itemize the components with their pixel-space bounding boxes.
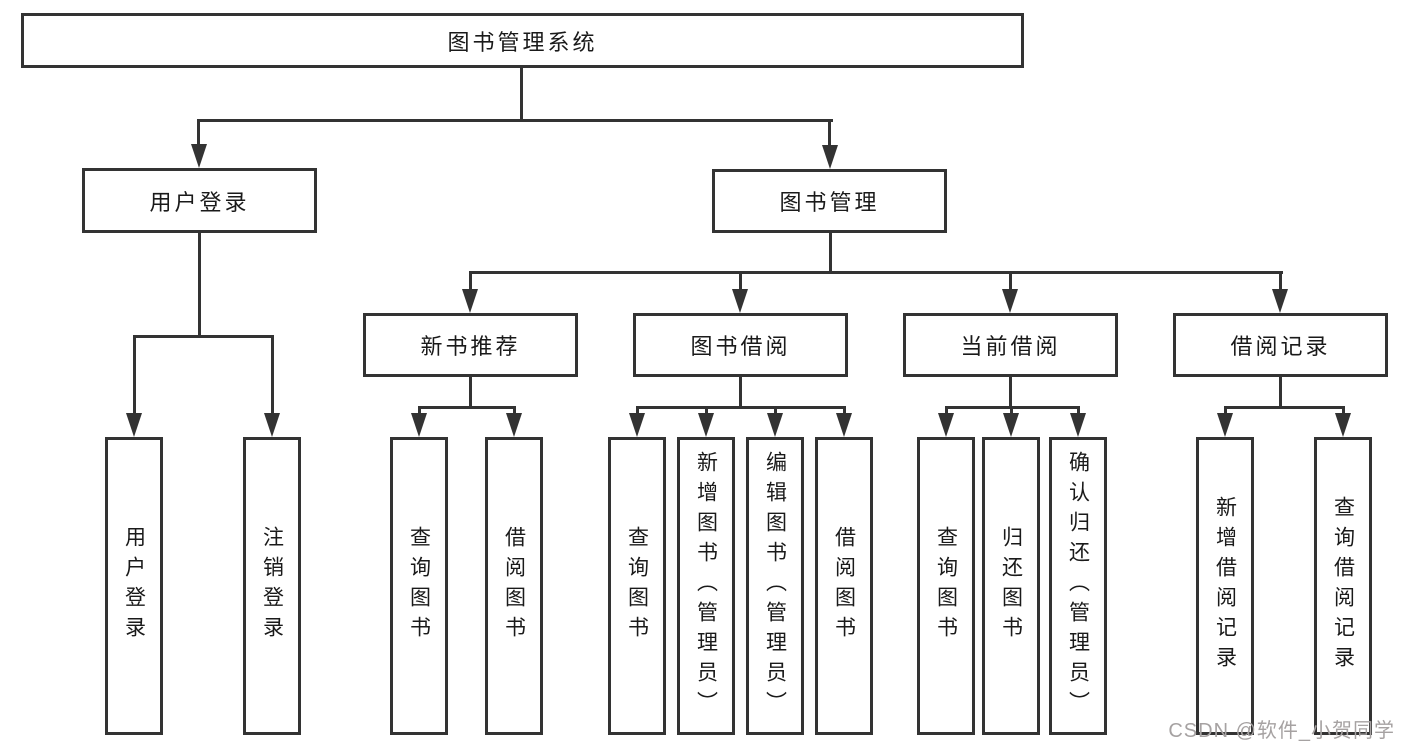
connector-line	[829, 233, 832, 274]
connector-line	[271, 335, 274, 415]
leaf-query-books-borrow-label: 查询图书	[625, 526, 649, 646]
leaf-borrow-books-recommend-label: 借阅图书	[502, 526, 526, 646]
leaf-add-borrow-record: 新增借阅记录	[1196, 437, 1254, 735]
watermark: CSDN @软件_小贺同学	[1168, 720, 1395, 742]
arrow-down-icon	[411, 413, 427, 437]
connector-line	[197, 119, 833, 122]
leaf-edit-book-admin: 编辑图书（管理员）	[746, 437, 804, 735]
node-borrow-records: 借阅记录	[1173, 313, 1388, 377]
arrow-down-icon	[1272, 289, 1288, 313]
arrow-down-icon	[1003, 413, 1019, 437]
connector-line	[945, 406, 948, 418]
arrow-down-icon	[1002, 289, 1018, 313]
leaf-query-books-current: 查询图书	[917, 437, 975, 735]
node-user-login-label: 用户登录	[149, 189, 250, 215]
connector-line	[774, 406, 777, 418]
connector-line	[636, 406, 846, 409]
connector-line	[1279, 271, 1282, 292]
leaf-confirm-return-admin-label: 确认归还（管理员）	[1066, 451, 1090, 721]
leaf-add-book-admin: 新增图书（管理员）	[677, 437, 735, 735]
node-root-label: 图书管理系统	[447, 29, 598, 55]
connector-line	[1224, 406, 1227, 418]
node-book-management: 图书管理	[712, 169, 947, 233]
connector-line	[133, 335, 274, 338]
node-current-borrow-label: 当前借阅	[960, 334, 1061, 359]
connector-line	[520, 68, 523, 121]
connector-line	[469, 271, 472, 292]
arrow-down-icon	[506, 413, 522, 437]
arrow-down-icon	[938, 413, 954, 437]
connector-line	[1010, 406, 1013, 418]
connector-line	[197, 119, 200, 147]
leaf-query-books-current-label: 查询图书	[934, 526, 958, 646]
connector-line	[843, 406, 846, 418]
arrow-down-icon	[836, 413, 852, 437]
leaf-query-borrow-record-label: 查询借阅记录	[1331, 496, 1355, 676]
leaf-borrow-books-label: 借阅图书	[832, 526, 856, 646]
connector-line	[1009, 271, 1012, 292]
leaf-add-book-admin-label: 新增图书（管理员）	[694, 451, 718, 721]
arrow-down-icon	[1070, 413, 1086, 437]
leaf-query-books-recommend: 查询图书	[390, 437, 448, 735]
connector-line	[828, 119, 831, 147]
leaf-add-borrow-record-label: 新增借阅记录	[1213, 496, 1237, 676]
arrow-down-icon	[462, 289, 478, 313]
connector-line	[418, 406, 421, 418]
arrow-down-icon	[191, 144, 207, 168]
connector-line	[1279, 377, 1282, 408]
arrow-down-icon	[698, 413, 714, 437]
node-book-borrow-label: 图书借阅	[690, 334, 791, 359]
connector-line	[513, 406, 516, 418]
arrow-down-icon	[767, 413, 783, 437]
leaf-return-books-label: 归还图书	[999, 526, 1023, 646]
leaf-logout-label: 注销登录	[260, 526, 284, 646]
node-borrow-records-label: 借阅记录	[1230, 334, 1331, 359]
connector-line	[1224, 406, 1345, 409]
arrow-down-icon	[126, 413, 142, 437]
leaf-user-login-label: 用户登录	[122, 526, 146, 646]
connector-line	[469, 271, 1283, 274]
node-new-book-recommend: 新书推荐	[363, 313, 578, 377]
node-book-borrow: 图书借阅	[633, 313, 848, 377]
arrow-down-icon	[1217, 413, 1233, 437]
arrow-down-icon	[1335, 413, 1351, 437]
node-new-book-recommend-label: 新书推荐	[420, 334, 521, 359]
connector-line	[133, 335, 136, 415]
connector-line	[636, 406, 639, 418]
node-root: 图书管理系统	[21, 13, 1024, 68]
leaf-confirm-return-admin: 确认归还（管理员）	[1049, 437, 1107, 735]
leaf-borrow-books: 借阅图书	[815, 437, 873, 735]
leaf-logout: 注销登录	[243, 437, 301, 735]
node-user-login: 用户登录	[82, 168, 317, 233]
arrow-down-icon	[629, 413, 645, 437]
arrow-down-icon	[732, 289, 748, 313]
arrow-down-icon	[822, 145, 838, 169]
node-book-management-label: 图书管理	[779, 190, 880, 215]
connector-line	[1077, 406, 1080, 418]
connector-line	[198, 233, 201, 337]
leaf-edit-book-admin-label: 编辑图书（管理员）	[763, 451, 787, 721]
connector-line	[1342, 406, 1345, 418]
connector-line	[469, 377, 472, 408]
connector-line	[1009, 377, 1012, 408]
arrow-down-icon	[264, 413, 280, 437]
connector-line	[705, 406, 708, 418]
connector-line	[739, 271, 742, 292]
leaf-query-borrow-record: 查询借阅记录	[1314, 437, 1372, 735]
leaf-return-books: 归还图书	[982, 437, 1040, 735]
node-current-borrow: 当前借阅	[903, 313, 1118, 377]
leaf-query-books-recommend-label: 查询图书	[407, 526, 431, 646]
leaf-user-login: 用户登录	[105, 437, 163, 735]
connector-line	[418, 406, 516, 409]
leaf-query-books-borrow: 查询图书	[608, 437, 666, 735]
leaf-borrow-books-recommend: 借阅图书	[485, 437, 543, 735]
connector-line	[739, 377, 742, 408]
